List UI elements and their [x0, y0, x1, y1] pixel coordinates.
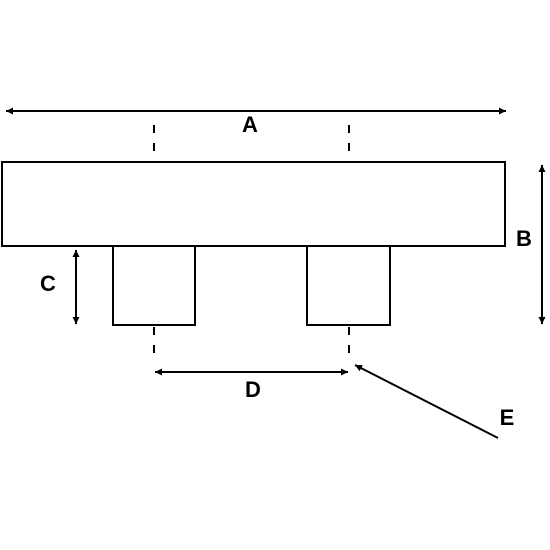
- right-pin: [306, 245, 391, 326]
- leader-e-label: E: [500, 405, 515, 430]
- leader-e-arrow: [354, 364, 499, 439]
- top-plate: [1, 161, 506, 247]
- dimension-d-label: D: [245, 377, 261, 402]
- dimension-a-label: A: [242, 112, 258, 137]
- left-pin: [112, 245, 196, 326]
- dimension-c-label: C: [40, 271, 56, 296]
- dimension-b-label: B: [516, 226, 532, 251]
